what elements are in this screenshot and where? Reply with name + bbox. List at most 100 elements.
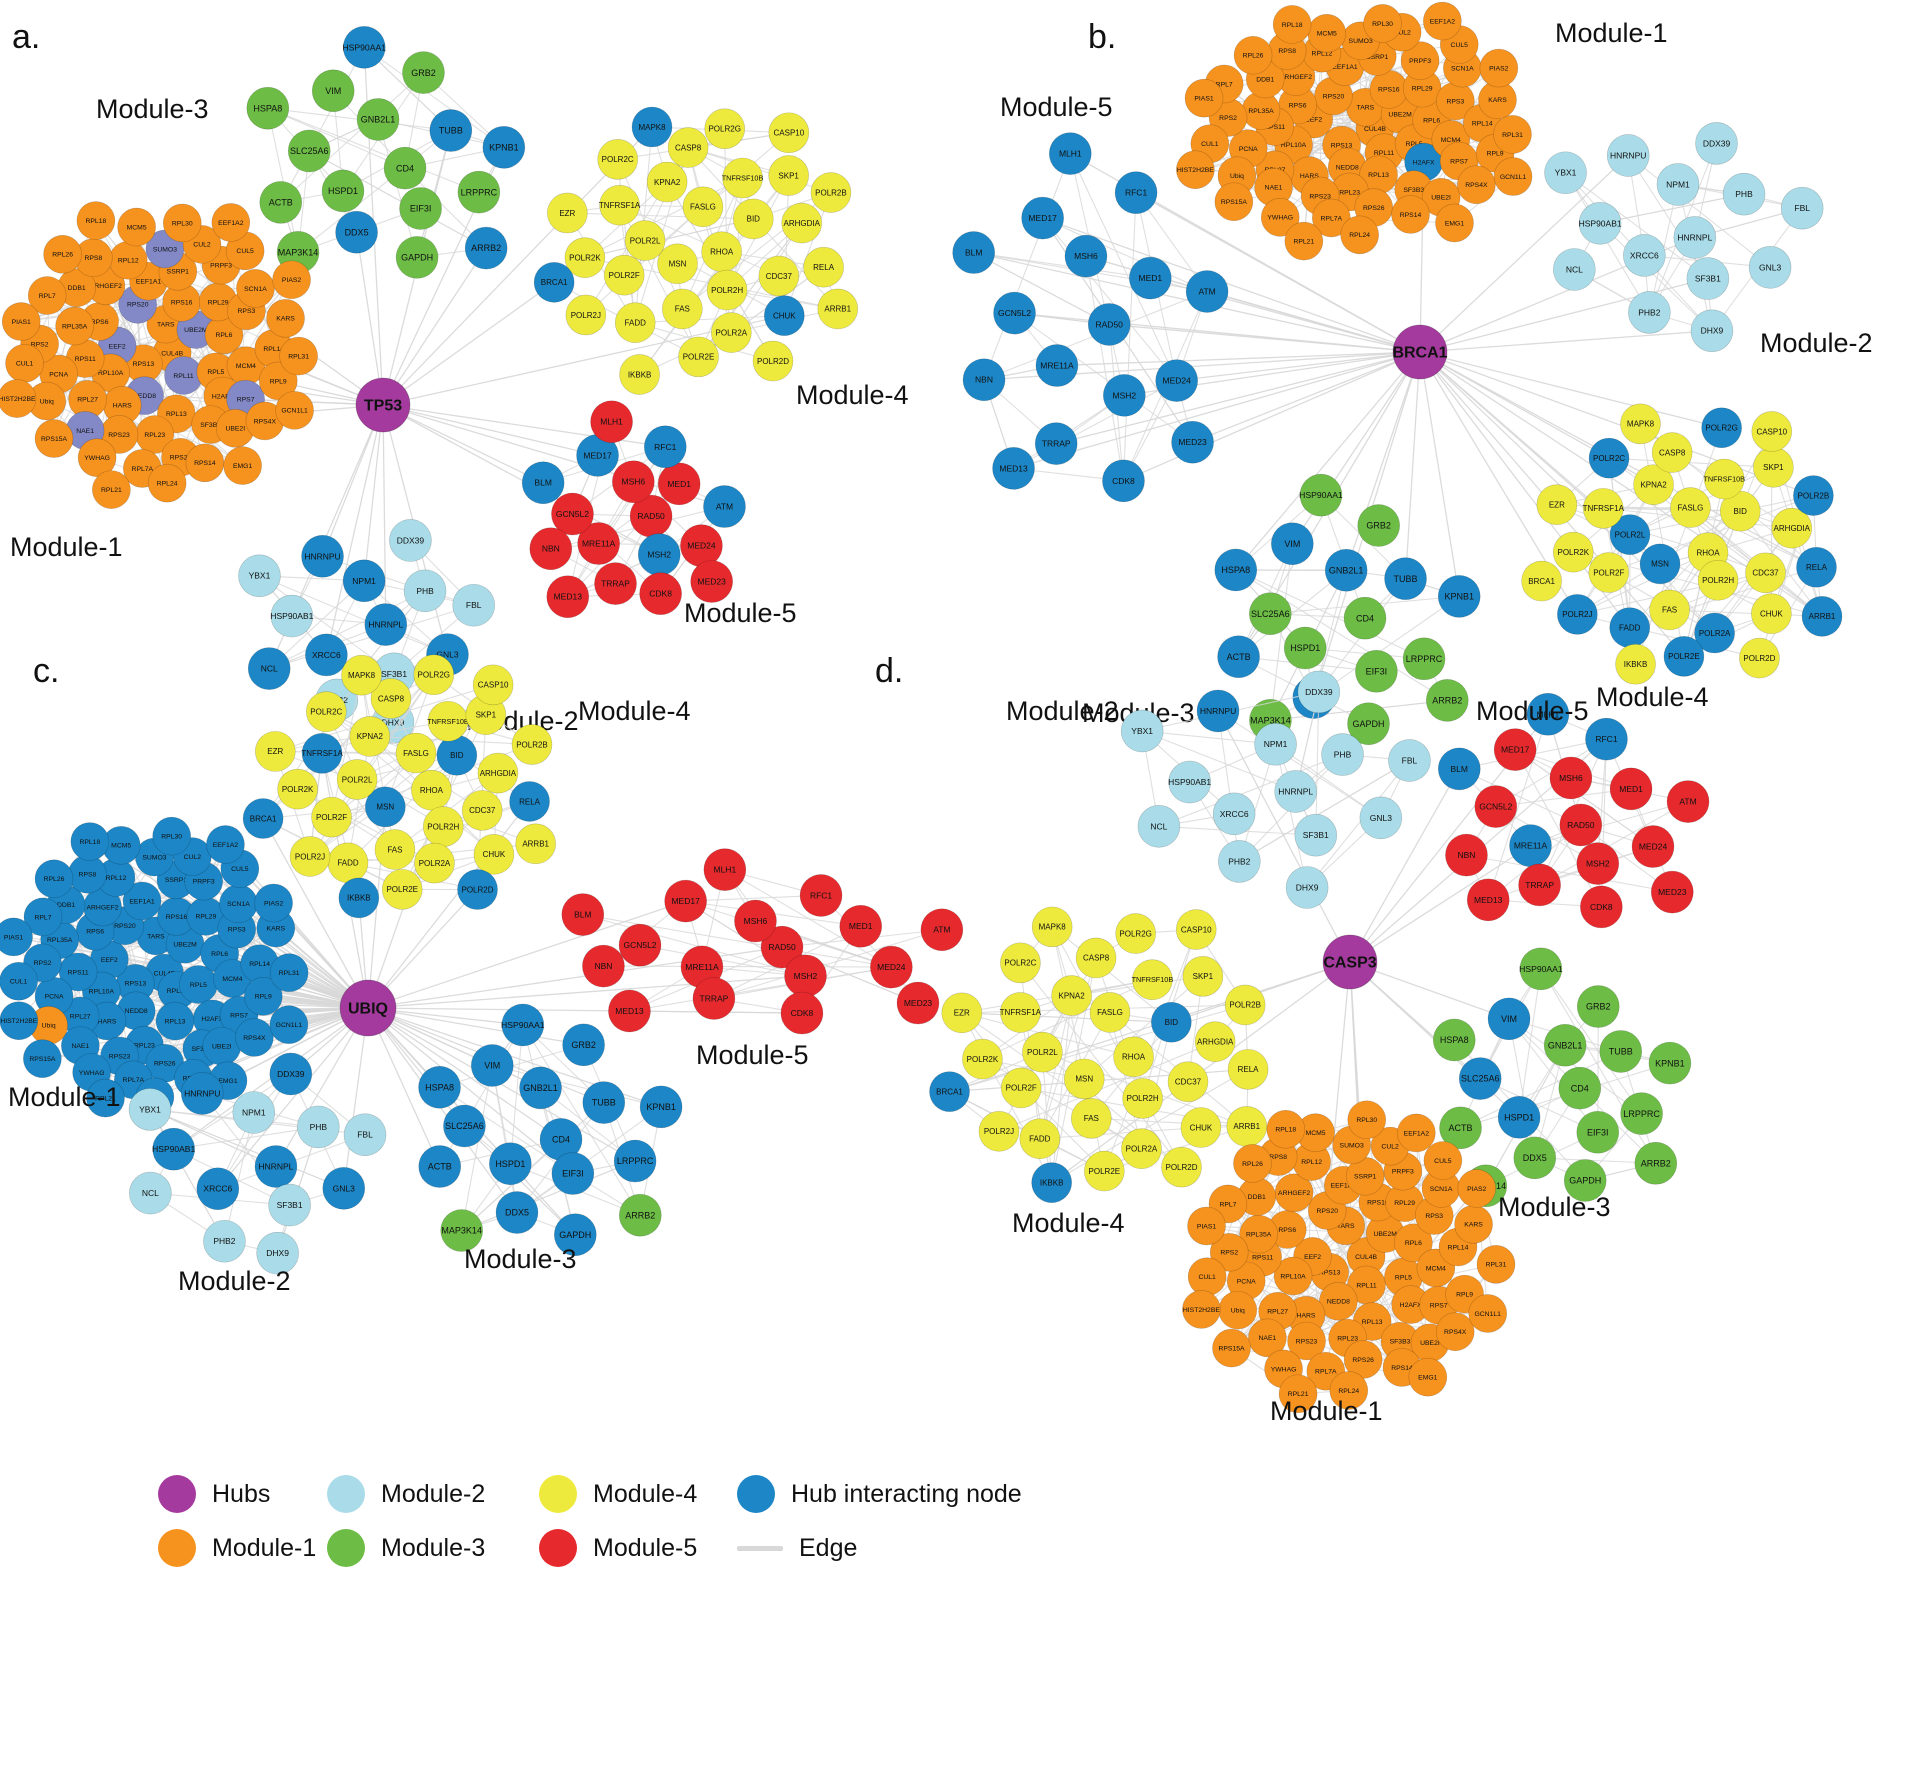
node-KPNA2[interactable] xyxy=(349,716,391,757)
node-PIAS2[interactable] xyxy=(1479,48,1519,88)
node-POLR2L[interactable] xyxy=(624,220,666,261)
node-HSPA8[interactable] xyxy=(1214,548,1258,592)
node-RPS15A[interactable] xyxy=(34,419,74,458)
node-TUBB[interactable] xyxy=(1384,557,1427,600)
node-CDC37[interactable] xyxy=(461,790,503,831)
node-TUBB[interactable] xyxy=(1599,1030,1643,1073)
node-ARRB2[interactable] xyxy=(618,1193,662,1237)
node-MSH6[interactable] xyxy=(1064,234,1108,278)
node-PHB[interactable] xyxy=(1321,733,1364,776)
node-MED23[interactable] xyxy=(690,560,733,603)
node-GCN1L1[interactable] xyxy=(1493,157,1533,196)
node-MRE11A[interactable] xyxy=(577,522,620,565)
node-PIAS1[interactable] xyxy=(1187,1206,1226,1246)
node-CDK8[interactable] xyxy=(1102,459,1145,503)
node-ARRB1[interactable] xyxy=(817,288,859,330)
node-HNRNPL[interactable] xyxy=(254,1145,298,1188)
node-POLR2C[interactable] xyxy=(1000,942,1041,984)
node-MRE11A[interactable] xyxy=(1035,344,1079,387)
node-RHOA[interactable] xyxy=(1113,1036,1154,1078)
node-ACTB[interactable] xyxy=(1439,1106,1482,1150)
node-PHB[interactable] xyxy=(297,1105,340,1149)
node-ARRB2[interactable] xyxy=(464,226,508,270)
node-HNRNPL[interactable] xyxy=(364,603,408,646)
node-POLR2H[interactable] xyxy=(1697,560,1739,601)
node-DHX9[interactable] xyxy=(256,1231,299,1275)
node-BRCA1[interactable] xyxy=(242,798,284,839)
node-RPL24[interactable] xyxy=(1340,215,1379,255)
node-PHB2[interactable] xyxy=(1628,291,1671,334)
node-HSPA8[interactable] xyxy=(1432,1018,1476,1062)
node-VIM[interactable] xyxy=(1487,997,1531,1041)
node-NEDD8[interactable] xyxy=(1319,1282,1358,1321)
node-POLR2F[interactable] xyxy=(1000,1067,1042,1109)
node-TNFRSF10B[interactable] xyxy=(1132,959,1173,1000)
node-GNB2L1[interactable] xyxy=(1543,1023,1587,1067)
node-RPL18[interactable] xyxy=(70,822,110,861)
node-POLR2J[interactable] xyxy=(565,294,607,336)
node-CHUK[interactable] xyxy=(1751,593,1792,634)
node-TRRAP[interactable] xyxy=(1034,422,1078,465)
node-DDX39[interactable] xyxy=(389,519,432,562)
node-SLC25A6[interactable] xyxy=(443,1104,486,1148)
node-GRB2[interactable] xyxy=(1576,985,1620,1028)
node-YWHAG[interactable] xyxy=(77,438,117,477)
node-NPM1[interactable] xyxy=(232,1091,276,1134)
node-POLR2G[interactable] xyxy=(413,654,455,696)
node-HIST2H2BE[interactable] xyxy=(1176,150,1215,190)
node-LRPPRC[interactable] xyxy=(1620,1092,1663,1135)
node-ATM[interactable] xyxy=(703,485,746,528)
node-POLR2L[interactable] xyxy=(1022,1031,1063,1073)
node-POLR2B[interactable] xyxy=(1224,984,1266,1026)
node-ACTB[interactable] xyxy=(418,1145,462,1188)
node-FBL[interactable] xyxy=(343,1113,387,1157)
node-GCN1L1[interactable] xyxy=(1468,1294,1508,1333)
node-NPM1[interactable] xyxy=(1656,163,1700,206)
node-TNFRSF1A[interactable] xyxy=(301,733,343,774)
node-XRCC6[interactable] xyxy=(196,1167,240,1211)
node-RPL26[interactable] xyxy=(34,859,74,899)
node-IKBKB[interactable] xyxy=(1031,1162,1072,1203)
node-IKBKB[interactable] xyxy=(1615,643,1656,685)
node-POLR2J[interactable] xyxy=(289,836,331,877)
node-DDX5[interactable] xyxy=(495,1191,539,1234)
node-MED1[interactable] xyxy=(1609,767,1653,811)
node-POLR2G[interactable] xyxy=(704,108,746,150)
node-RPL24[interactable] xyxy=(147,463,187,503)
node-NCL[interactable] xyxy=(129,1171,172,1215)
node-MED17[interactable] xyxy=(664,879,707,923)
node-PIAS1[interactable] xyxy=(1184,78,1224,118)
node-ARHGDIA[interactable] xyxy=(477,752,519,794)
node-EZR[interactable] xyxy=(1536,484,1578,525)
node-EEF1A2[interactable] xyxy=(1423,1,1462,41)
node-KPNA2[interactable] xyxy=(1633,464,1674,505)
node-MED13[interactable] xyxy=(546,575,590,619)
node-PIAS2[interactable] xyxy=(1457,1169,1497,1208)
node-HSPD1[interactable] xyxy=(321,169,365,213)
node-GCN5L2[interactable] xyxy=(618,923,662,967)
node-POLR2E[interactable] xyxy=(678,336,719,378)
node-POLR2A[interactable] xyxy=(711,312,752,353)
node-TNFRSF1A[interactable] xyxy=(1582,488,1624,529)
node-POLR2B[interactable] xyxy=(1793,475,1834,516)
node-RELA[interactable] xyxy=(509,781,550,822)
node-GNB2L1[interactable] xyxy=(519,1066,562,1110)
node-TRRAP[interactable] xyxy=(692,977,736,1020)
node-DHX9[interactable] xyxy=(1285,866,1329,909)
node-KPNA2[interactable] xyxy=(646,161,688,203)
node-TRRAP[interactable] xyxy=(594,562,637,605)
node-MED1[interactable] xyxy=(657,462,701,506)
node-POLR2C[interactable] xyxy=(597,139,638,180)
node-RELA[interactable] xyxy=(1227,1049,1269,1090)
node-MAPK8[interactable] xyxy=(631,106,673,148)
node-YBX1[interactable] xyxy=(1120,709,1164,753)
node-LRPPRC[interactable] xyxy=(457,170,501,214)
node-POLR2G[interactable] xyxy=(1701,407,1742,449)
node-RPL26[interactable] xyxy=(1233,35,1273,75)
node-BLM[interactable] xyxy=(952,231,995,274)
node-RHOA[interactable] xyxy=(411,769,452,811)
node-KARS[interactable] xyxy=(266,299,305,338)
node-GCN5L2[interactable] xyxy=(1474,785,1518,828)
node-CUL5[interactable] xyxy=(1423,1141,1463,1180)
node-HSPA8[interactable] xyxy=(246,86,290,130)
